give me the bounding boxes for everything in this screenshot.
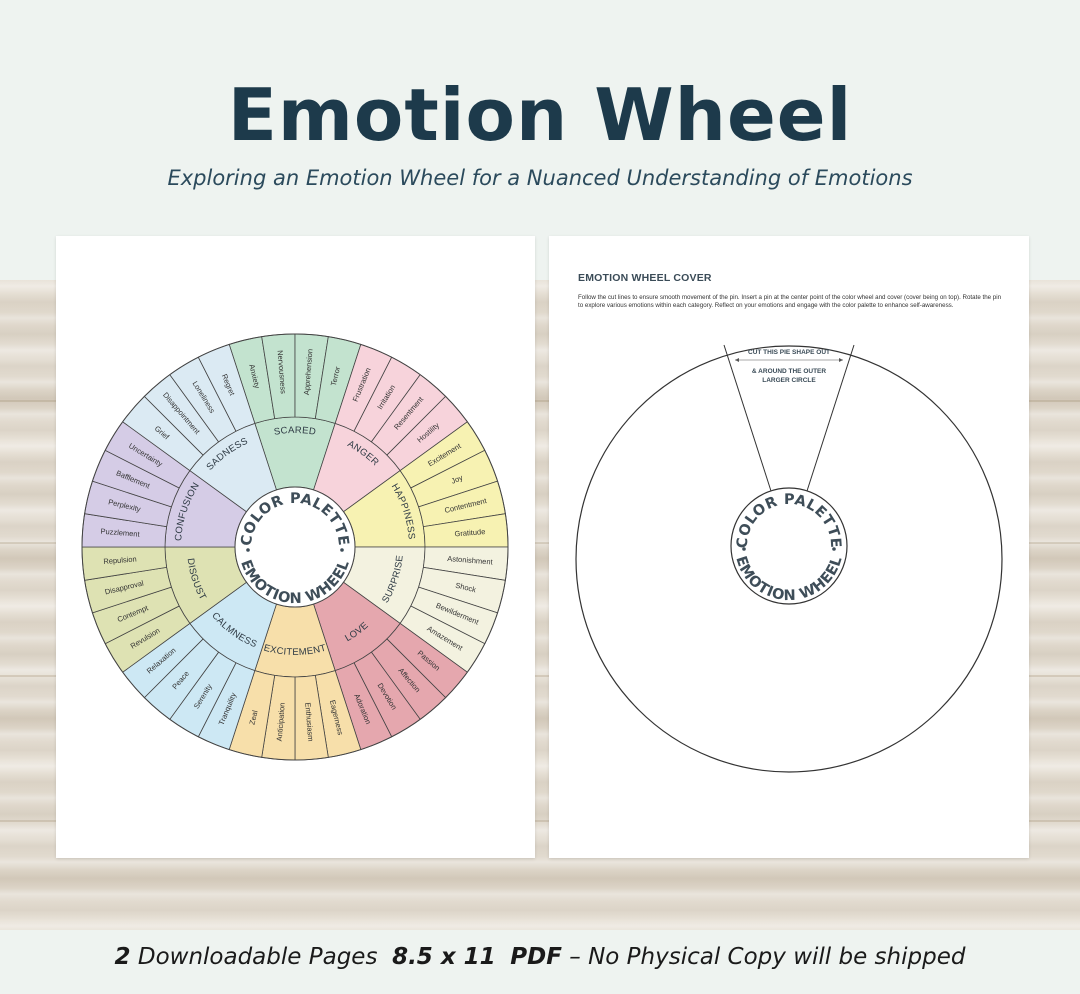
cover-instructions: Follow the cut lines to ensure smooth mo… [578, 294, 1002, 310]
category-label: EXCITEMENT [262, 643, 327, 658]
wheel-cover-page: EMOTION WHEEL COVER Follow the cut lines… [549, 236, 1029, 858]
cut-label-1: CUT THIS PIE SHAPE OUT [748, 349, 830, 356]
footer-note: – No Physical Copy will be shipped [569, 944, 966, 970]
emotion-label: Zeal [247, 709, 259, 726]
center-text-dot [340, 548, 344, 552]
emotion-label: Apprehension [302, 349, 315, 396]
cut-label-3: LARGER CIRCLE [762, 377, 816, 384]
wheel-outer-ring [81, 333, 509, 761]
category-label: SCARED [273, 425, 317, 438]
cover-title: EMOTION WHEEL COVER [578, 272, 712, 284]
emotion-label: Gratitude [454, 527, 485, 538]
center-text-dot [832, 547, 836, 551]
cut-line-left [723, 344, 772, 492]
emotion-label: Anticipation [275, 702, 287, 741]
emotion-label: Astonishment [447, 554, 494, 567]
header-background [0, 0, 1080, 280]
footer-format: PDF [510, 944, 562, 970]
page-subtitle: Exploring an Emotion Wheel for a Nuanced… [167, 166, 913, 190]
wheel-cover: CUT THIS PIE SHAPE OUT & AROUND THE OUTE… [575, 344, 1003, 773]
center-text-dot [246, 548, 250, 552]
footer-page-count: 2 [114, 944, 131, 970]
footer-background [0, 930, 1080, 994]
emotion-label: Enthusiasm [303, 702, 315, 742]
cut-label-2: & AROUND THE OUTER [752, 368, 826, 375]
center-text-dot [742, 547, 746, 551]
page-title: Emotion Wheel [227, 73, 853, 157]
emotion-label: Puzzlement [100, 527, 141, 539]
footer-size: 8.5 x 11 [392, 944, 496, 970]
wheel-center-circle [234, 486, 356, 608]
cover-outer-circle [575, 345, 1003, 773]
footer-pages-text: Downloadable Pages [137, 944, 378, 970]
emotion-label: Nervousness [276, 350, 288, 395]
emotion-label: Repulsion [103, 554, 137, 566]
footer-text: 2 Downloadable Pages 8.5 x 11 PDF – No P… [0, 944, 1080, 970]
cut-line-right [806, 344, 855, 492]
cover-center-circle [730, 487, 848, 605]
emotion-label: Joy [450, 473, 464, 486]
